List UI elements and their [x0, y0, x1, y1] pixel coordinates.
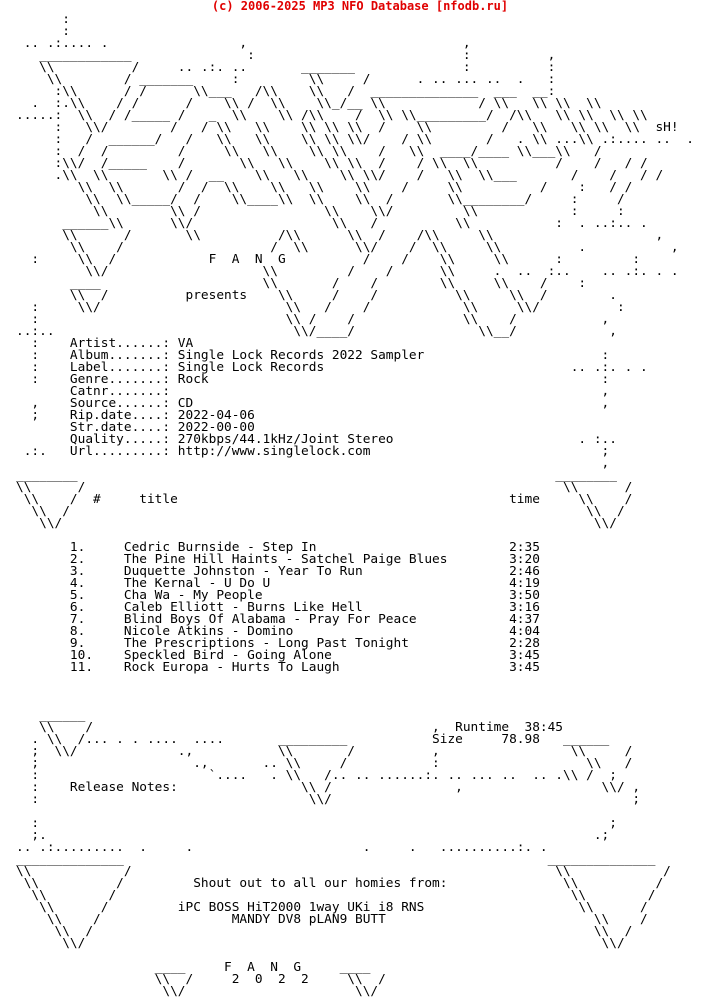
- nfodb-copyright-banner: (c) 2006-2025 MP3 NFO Database [nfodb.ru…: [211, 0, 509, 13]
- nfo-ascii-document: : : .. .:.... . , , ____________ : : , \…: [16, 12, 694, 999]
